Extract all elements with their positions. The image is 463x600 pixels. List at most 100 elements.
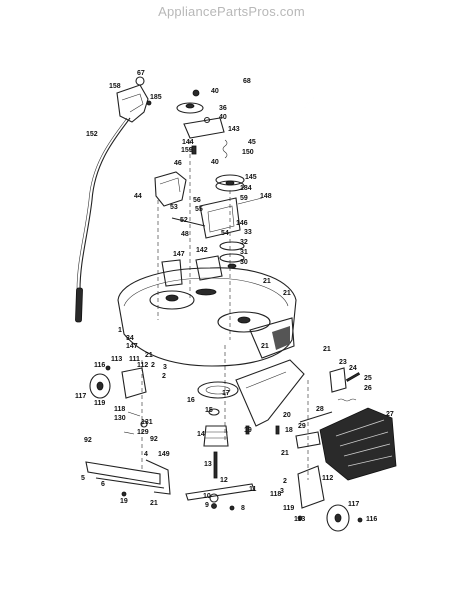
callout-labels: 6715818515268403640143144159451504046145… xyxy=(75,70,394,523)
blade-11 xyxy=(185,483,255,501)
watermark-text: AppliancePartsPros.com xyxy=(158,4,305,19)
deck-pulley-recess xyxy=(195,288,217,296)
part-callout-59: 59 xyxy=(240,195,248,202)
part-callout-18: 18 xyxy=(285,427,293,434)
deck-spindle-left xyxy=(149,290,195,310)
knob-67 xyxy=(135,76,145,86)
bracket-142 xyxy=(195,255,223,281)
part-callout-19: 19 xyxy=(120,498,128,505)
part-callout-3: 3 xyxy=(163,364,167,371)
washer-10 xyxy=(209,493,219,503)
pin-129 xyxy=(123,431,135,435)
part-callout-13: 13 xyxy=(204,461,212,468)
part-callout-147: 147 xyxy=(173,251,185,258)
part-callout-116: 116 xyxy=(94,362,105,369)
part-callout-184: 184 xyxy=(240,185,252,192)
part-callout-21: 21 xyxy=(150,500,158,507)
part-callout-31: 31 xyxy=(240,249,248,256)
bolt-185 xyxy=(146,100,152,106)
part-callout-1: 1 xyxy=(118,327,122,334)
part-callout-24: 24 xyxy=(349,365,357,372)
baffle-20 xyxy=(235,359,305,427)
part-callout-16: 16 xyxy=(187,397,195,404)
part-callout-30: 30 xyxy=(240,259,248,266)
gauge-wheel-117-left-hub xyxy=(96,381,104,391)
part-callout-159: 159 xyxy=(181,147,193,154)
nut-131 xyxy=(140,420,148,428)
bolt-8 xyxy=(229,505,235,511)
spindle-housing-16 xyxy=(197,381,239,399)
pulley-36 xyxy=(176,102,204,114)
part-callout-147: 147 xyxy=(126,343,138,350)
part-callout-119: 119 xyxy=(94,400,105,407)
part-callout-40: 40 xyxy=(211,88,219,95)
part-callout-118: 118 xyxy=(114,406,125,413)
idler-arm-146 xyxy=(199,197,241,239)
bracket-147 xyxy=(161,259,183,287)
part-callout-17: 17 xyxy=(222,390,230,397)
part-callout-27: 27 xyxy=(386,411,394,418)
part-callout-12: 12 xyxy=(220,477,228,484)
part-callout-113: 113 xyxy=(294,516,305,523)
chute-hinge-28 xyxy=(299,411,333,423)
pulley-36-hub xyxy=(185,103,195,109)
part-callout-20: 20 xyxy=(283,412,291,419)
gauge-wheel-117-right-hub xyxy=(334,513,342,523)
hanger-149 xyxy=(145,459,171,495)
spindle-housing-16-inner xyxy=(205,385,231,395)
pulley-33 xyxy=(219,241,245,251)
bolt-19-right xyxy=(245,425,250,435)
part-callout-148: 148 xyxy=(260,193,272,200)
part-callout-11: 11 xyxy=(249,486,257,493)
part-callout-21: 21 xyxy=(261,343,269,350)
bolt-19-left xyxy=(121,491,127,497)
spring-150 xyxy=(222,139,228,159)
part-callout-44: 44 xyxy=(134,193,142,200)
mower-deck-rim xyxy=(123,277,289,307)
part-callout-40: 40 xyxy=(211,159,219,166)
part-callout-33: 33 xyxy=(244,229,252,236)
part-callout-2: 2 xyxy=(162,373,166,380)
part-callout-53: 53 xyxy=(170,204,178,211)
bracket-143 xyxy=(183,117,225,139)
bolt-148 xyxy=(237,197,263,205)
shaft-13 xyxy=(213,451,218,479)
bolt-116-right xyxy=(357,517,363,523)
part-callout-112: 112 xyxy=(322,475,333,482)
part-callout-92: 92 xyxy=(84,437,92,444)
bracket-29 xyxy=(295,431,321,449)
part-callout-8: 8 xyxy=(241,505,245,512)
part-callout-55: 55 xyxy=(195,206,203,213)
belt-guide-44-detail xyxy=(159,177,181,193)
part-callout-113: 113 xyxy=(111,356,122,363)
bolt-130 xyxy=(127,411,141,417)
deck-spindle-right-hub xyxy=(237,316,251,324)
pulley-145-hub xyxy=(225,180,235,186)
nut-113-right xyxy=(297,515,303,521)
part-callout-36: 36 xyxy=(219,105,227,112)
deck-inner-shading xyxy=(272,326,290,350)
part-callout-28: 28 xyxy=(316,406,324,413)
part-callout-25: 25 xyxy=(364,375,372,382)
part-callout-143: 143 xyxy=(228,126,240,133)
front-baffle-6 xyxy=(95,477,165,489)
gauge-wheel-117-left xyxy=(89,373,111,399)
cable-152-inner xyxy=(76,117,128,291)
part-callout-40: 40 xyxy=(219,114,227,121)
part-callout-21: 21 xyxy=(283,290,291,297)
part-callout-10: 10 xyxy=(203,493,211,500)
nut-9 xyxy=(211,503,217,509)
bolt-159 xyxy=(191,145,197,155)
part-callout-68: 68 xyxy=(243,78,251,85)
part-callout-5: 5 xyxy=(81,475,85,482)
baffle-20-edge xyxy=(245,371,287,389)
cable-152 xyxy=(79,117,131,291)
part-callout-118: 118 xyxy=(270,491,281,498)
part-callout-46: 46 xyxy=(174,160,182,167)
wheel-bracket-112-right xyxy=(297,465,325,509)
part-callout-29: 29 xyxy=(298,423,306,430)
part-callout-117: 117 xyxy=(348,501,359,508)
idler-arm-detail xyxy=(207,205,235,233)
part-callout-15: 15 xyxy=(205,407,213,414)
